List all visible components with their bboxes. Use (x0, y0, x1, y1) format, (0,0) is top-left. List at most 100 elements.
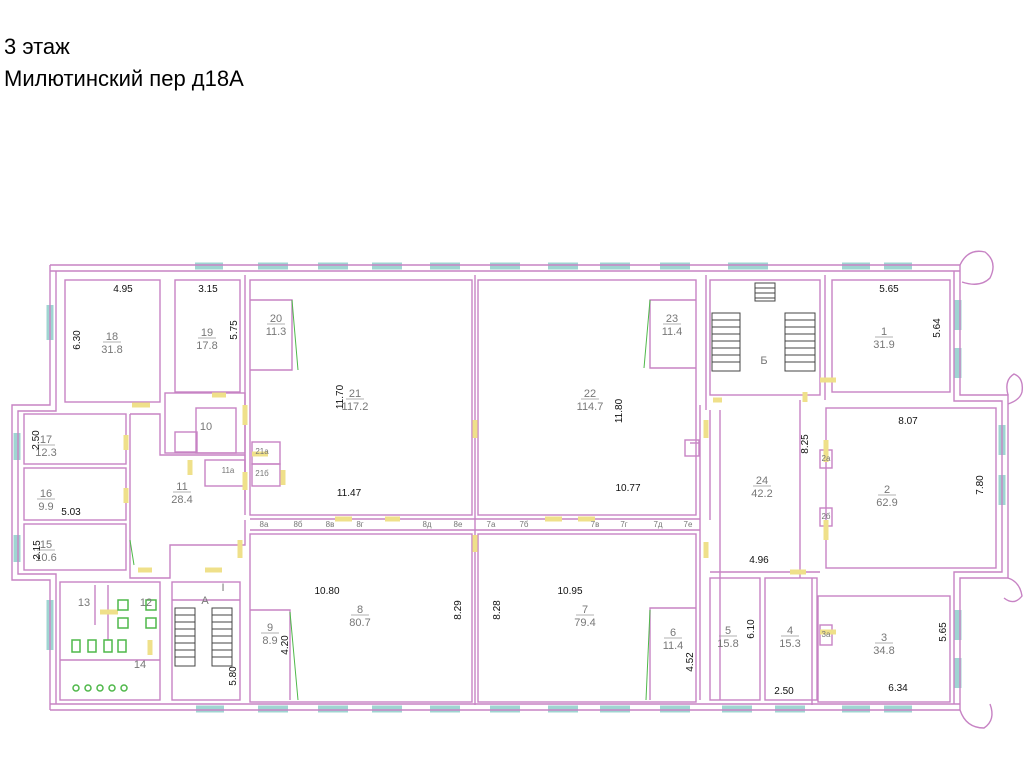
label-7г: 7г (620, 520, 627, 529)
walls (11, 250, 1024, 729)
label-I: I (221, 582, 224, 594)
dimension-label: 6.30 (72, 330, 83, 350)
dimension-label: 4.96 (749, 555, 769, 566)
room-area: 15.3 (779, 638, 800, 650)
room-number: 7 (582, 604, 588, 616)
sanitary-fixtures (71, 599, 157, 692)
room-number: 9 (267, 622, 273, 634)
room-4: 415.3 (779, 625, 800, 650)
room-number: 22 (584, 388, 596, 400)
room-number: 3 (881, 632, 887, 644)
dimension-label: 5.65 (938, 622, 949, 642)
room-area: 9.9 (38, 501, 53, 513)
room-number: 8 (357, 604, 363, 616)
label-А: А (201, 595, 209, 607)
room-7: 779.4 (574, 604, 595, 629)
room-area: 11.4 (663, 640, 684, 652)
room-area: 15.8 (717, 638, 738, 650)
room-1: 131.9 (873, 326, 894, 351)
dimension-label: 4.52 (685, 652, 696, 672)
room-8: 880.7 (349, 604, 370, 629)
dimension-label: 5.80 (228, 666, 239, 686)
label-21а: 21а (255, 447, 269, 456)
room-number: 2 (884, 484, 890, 496)
room-3: 334.8 (873, 632, 894, 657)
room-area: 17.8 (196, 340, 217, 352)
room-number: 6 (670, 627, 676, 639)
room-2: 262.9 (876, 484, 897, 509)
room-area: 42.2 (751, 488, 772, 500)
label-7в: 7в (591, 520, 600, 529)
dimension-label: 2.50 (774, 686, 794, 697)
room-area: 12.3 (35, 447, 56, 459)
dimension-label: 11.80 (614, 398, 625, 423)
label-8а: 8а (260, 520, 269, 529)
room-number: 5 (725, 625, 731, 637)
room-number: 18 (106, 331, 118, 343)
room-area: 11.4 (662, 326, 683, 338)
address-title: Милютинский пер д18А (4, 66, 244, 91)
label-2б: 2б (821, 512, 830, 521)
room-area: 28.4 (171, 494, 192, 506)
floor-title: 3 этаж (4, 34, 70, 59)
label-8г: 8г (356, 520, 363, 529)
label-2а: 2а (822, 454, 831, 463)
door-swings (129, 299, 651, 701)
label-7д: 7д (653, 520, 662, 529)
room-number: 17 (40, 434, 52, 446)
dimension-label: 2.15 (32, 540, 43, 560)
room-number: 15 (40, 539, 52, 551)
room-area: 11.3 (266, 326, 287, 338)
label-3а: 3а (822, 630, 831, 639)
room-number: 19 (201, 327, 213, 339)
room-area: 117.2 (342, 401, 369, 413)
dimension-label: 8.29 (453, 600, 464, 620)
dimension-label: 11.47 (337, 488, 362, 499)
room-number: 21 (349, 388, 361, 400)
dimension-label: 10.80 (314, 586, 339, 597)
room-area: 62.9 (876, 497, 897, 509)
label-8д: 8д (422, 520, 431, 529)
dimension-label: 6.10 (746, 619, 757, 639)
label-7а: 7а (487, 520, 496, 529)
label-Б: Б (760, 355, 767, 367)
room-area: 10.6 (35, 552, 56, 564)
dimension-label: 5.03 (61, 507, 81, 518)
dimension-label: 10.77 (615, 483, 640, 494)
label-14: 14 (134, 659, 146, 671)
label-10: 10 (200, 421, 212, 433)
room-9: 98.9 (261, 622, 279, 647)
dimension-label: 11.70 (335, 384, 346, 409)
room-number: 11 (176, 481, 187, 493)
dimension-label: 10.95 (557, 586, 582, 597)
room-area: 114.7 (577, 401, 604, 413)
dimension-label: 2.50 (31, 430, 42, 450)
label-21б: 21б (255, 469, 269, 478)
room-6: 611.4 (663, 627, 684, 652)
label-8е: 8е (454, 520, 463, 529)
room-16: 169.9 (37, 488, 55, 513)
dimension-label: 7.80 (975, 475, 986, 495)
room-number: 23 (666, 313, 678, 325)
room-number: 4 (787, 625, 793, 637)
room-area: 31.9 (873, 339, 894, 351)
room-number: 24 (756, 475, 768, 487)
label-13: 13 (78, 597, 90, 609)
room-5: 515.8 (717, 625, 738, 650)
room-number: 20 (270, 313, 282, 325)
dimension-label: 4.95 (113, 284, 133, 295)
room-area: 31.8 (101, 344, 122, 356)
dimension-label: 6.34 (888, 683, 908, 694)
label-7е: 7е (684, 520, 693, 529)
